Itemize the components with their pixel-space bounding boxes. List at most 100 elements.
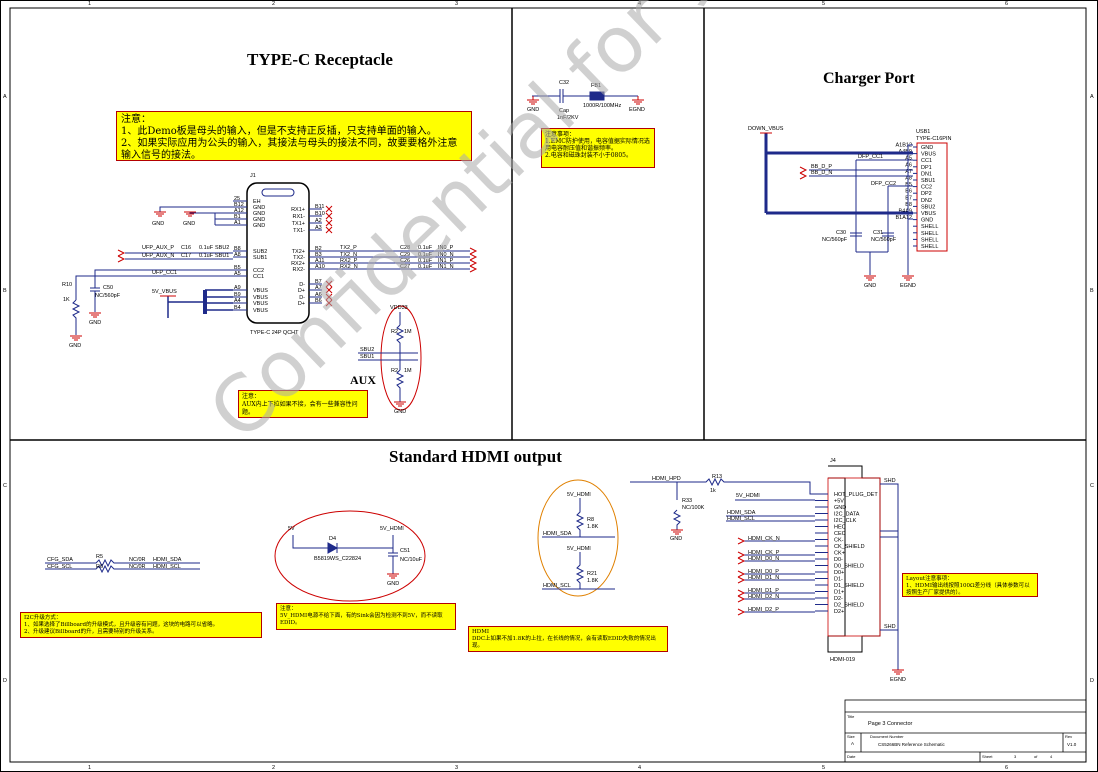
j1-right-pin-number: B11	[315, 204, 324, 210]
c26-ref: C26	[400, 258, 410, 264]
usb1-pin-name: SHELL	[921, 237, 938, 243]
row-marker-b: B	[3, 288, 7, 294]
note-typec: 注意： 1、此Demo板是母头的输入，但是不支持正反插，只支持单面的输入。 2、…	[116, 111, 472, 161]
net-ufp-aux-p: UFP_AUX_P	[142, 245, 174, 251]
r-aux-down-value: 1M	[404, 368, 412, 374]
net-hdmi-scl-ddc: HDMI_SCL	[543, 583, 571, 589]
j4-pin-name: +5V	[834, 499, 844, 505]
j1-left-pin-number: B9	[234, 292, 241, 298]
net-hdmi-d2-p: HDMI_D2_P	[748, 607, 779, 613]
net-in0-n: IN0_N	[438, 252, 454, 258]
charger-wiring	[764, 133, 913, 275]
c51-ref: C51	[400, 548, 410, 554]
j1-right-pin-name: D+	[298, 301, 305, 307]
c17-value: 0.1uF	[199, 253, 214, 259]
j4-pin-name: D0_SHIELD	[834, 564, 864, 570]
usb1-pin-number: A5	[905, 156, 912, 162]
j1-right-pin-number: B2	[315, 246, 322, 252]
resistor-r10[interactable]	[71, 299, 81, 335]
tb-docnum-label: Document Number	[870, 734, 904, 739]
c29-value: 0.1uF	[418, 252, 433, 258]
j4-pin-name: CK+	[834, 551, 845, 557]
c50-value: NC/560pF	[95, 293, 121, 299]
cfg-wiring	[45, 558, 200, 574]
egnd-symbol-emc	[632, 96, 644, 105]
j1-right-pin-name: RX1-	[292, 214, 305, 220]
j4-ref: J4	[830, 458, 836, 464]
gnd-symbol-2	[184, 211, 196, 217]
net-hdmi-hpd: HDMI_HPD	[652, 476, 681, 482]
net-cfg-scl: CFG_SCL	[47, 564, 72, 570]
usb1-pin-name: GND	[921, 218, 933, 224]
r8-value: 1.8K	[587, 524, 599, 530]
hdmi-egnd-symbol	[892, 669, 904, 675]
j1-right-pin-number: B7	[315, 279, 322, 285]
charger-gnd-symbols	[864, 275, 914, 281]
j1-left-pin-number: 25	[234, 196, 240, 202]
j1-right-pins: RX1+B11RX1-B10TX1+A2TX1-A3TX2+B2TX2-B3RX…	[291, 204, 333, 307]
tb-size: A	[851, 741, 854, 746]
j1-right-pin-name: TX1+	[292, 221, 305, 227]
diode-d4[interactable]	[292, 535, 398, 574]
aux-pull-resistors[interactable]	[358, 312, 418, 402]
no-connect-mark	[325, 212, 333, 220]
ddc-pull-resistors[interactable]	[542, 498, 615, 590]
j1-right-pin-number: A6	[315, 292, 322, 298]
net-bb-dn: BB_D_N	[811, 170, 832, 176]
net-5v: 5V	[288, 526, 295, 532]
j1-right-pin-name: D+	[298, 288, 305, 294]
j1-right-pin-name: D-	[299, 295, 305, 301]
j4-pin-name: HOT_PLUG_DET	[834, 492, 878, 498]
emc-filter[interactable]	[532, 89, 638, 103]
col-marker-3b: 3	[455, 765, 458, 771]
j1-left-pin-name: GND	[253, 205, 265, 211]
gnd-symbol-emc	[527, 96, 539, 105]
usb1-pin-number: B5	[905, 182, 912, 188]
hdmi-connector-j4[interactable]: J4 HDMI-019	[827, 458, 881, 663]
typec-gnd-wiring	[159, 206, 233, 226]
net-hdmi-d1-n: HDMI_D1_N	[748, 575, 779, 581]
j1-left-pin-name: EH	[253, 199, 261, 205]
c26-value: 0.1uF	[418, 258, 433, 264]
capacitor-c50[interactable]	[90, 282, 100, 312]
j4-pin-name: D1_SHIELD	[834, 583, 864, 589]
r33-ref: R33	[682, 498, 692, 504]
net-hdmi-sda-ddc: HDMI_SDA	[543, 531, 572, 537]
j1-left-pin-name: CC2	[253, 268, 264, 274]
j1-name: TYPE-C 24P QCHT	[250, 330, 299, 336]
net-tx2-p: TX2_P	[340, 245, 357, 251]
j1-left-pin-name: VBUS	[253, 301, 268, 307]
usb1-pin-number: A1B12	[895, 143, 912, 149]
usb1-pin-name: VBUS	[921, 152, 936, 158]
aux-section-title: AUX	[350, 373, 376, 387]
col-marker-4b: 4	[638, 765, 641, 771]
aux-offpage-connectors	[117, 249, 126, 263]
net-5v-hdmi-j4: 5V_HDMI	[736, 493, 760, 499]
emc-egnd-label: EGND	[629, 107, 645, 113]
net-sbu1-aux: SBU1	[360, 354, 374, 360]
tb-sheet-label: Sheet	[982, 754, 993, 759]
net-hdmi-sda-j4: HDMI_SDA	[727, 510, 756, 516]
j1-right-pin-number: B6	[315, 298, 322, 304]
no-connect-mark	[325, 299, 333, 307]
j1-right-pin-name: RX2+	[291, 261, 305, 267]
net-vdd33: VDD33	[390, 305, 408, 311]
hdmi-gnd-r33-label: GND	[670, 536, 682, 542]
j1-right-pin-number: A11	[315, 258, 324, 264]
j4-pin-name: D2+	[834, 609, 844, 615]
gnd-label-c50: GND	[89, 320, 101, 326]
typec-connector-j1[interactable]: J1 TYPE-C 24P QCHT	[246, 173, 310, 336]
j4-pin-name: D1+	[834, 590, 844, 596]
net-hdmi-sda-cfg: HDMI_SDA	[153, 557, 182, 563]
fb1-value: 1000R/100MHz	[583, 103, 621, 109]
usb1-pin-name: GND	[921, 145, 933, 151]
usb1-pin-name: DN2	[921, 198, 932, 204]
gnd-symbol-r33	[671, 529, 683, 535]
charger-usb1[interactable]: USB1 TYPE-C16PIN	[916, 129, 951, 252]
net-tx2-n: TX2_N	[340, 252, 357, 258]
j1-left-pin-name: VBUS	[253, 308, 268, 314]
j1-left-pin-number: A5	[234, 271, 241, 277]
r-aux-up-ref: R2	[391, 329, 398, 335]
c31-value: NC/560pF	[871, 237, 897, 243]
fb1-ref: FB1	[591, 83, 601, 89]
